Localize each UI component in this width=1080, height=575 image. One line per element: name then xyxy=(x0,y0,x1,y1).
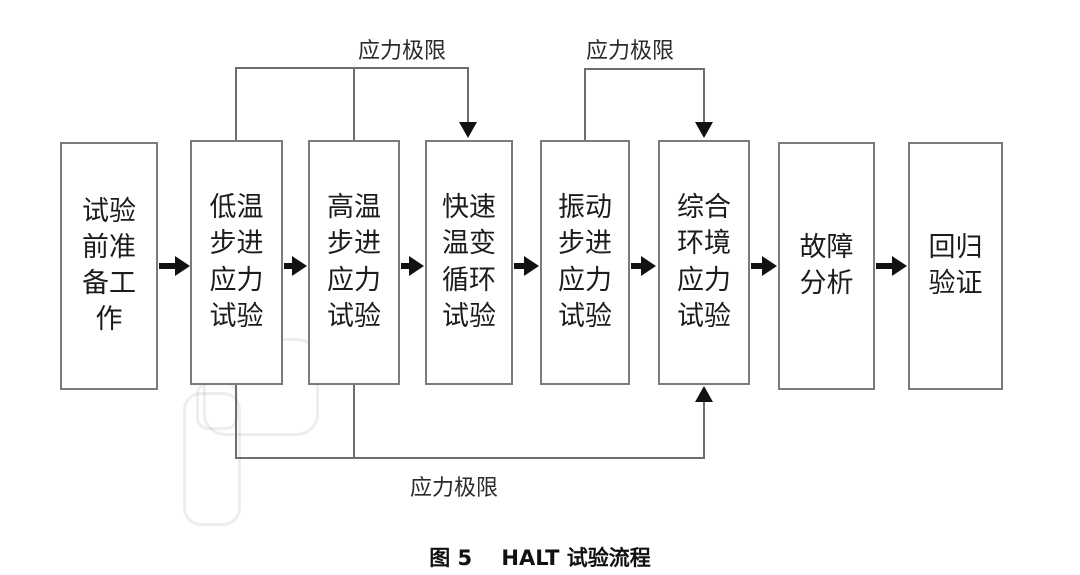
flow-box-regression-validation[interactable]: 回归 验证 xyxy=(908,142,1003,390)
feedback3-drop-hightemp xyxy=(353,385,355,459)
feedback1-descender xyxy=(467,67,469,124)
watermark-shape xyxy=(183,392,241,526)
feedback2-riser-vibration xyxy=(584,68,586,140)
flow-box-label: 振动 步进 应力 试验 xyxy=(558,192,612,332)
feedback3-drop-lowtemp xyxy=(235,385,237,459)
flow-box-label: 低温 步进 应力 试验 xyxy=(209,192,264,332)
feedback3-label: 应力极限 xyxy=(410,476,499,501)
feedback1-horizontal xyxy=(235,67,469,69)
feedback1-riser-lowtemp xyxy=(235,67,237,140)
feedback1-arrowhead-down xyxy=(459,122,477,138)
flow-box-high-temp-step-stress[interactable]: 高温 步进 应力 试验 xyxy=(308,140,400,385)
flow-box-combined-env-stress[interactable]: 综合 环境 应力 试验 xyxy=(658,140,750,385)
feedback1-label: 应力极限 xyxy=(358,39,447,64)
feedback3-riser-combined xyxy=(703,400,705,458)
flow-box-label: 快速 温变 循环 试验 xyxy=(442,192,496,332)
flow-box-failure-analysis[interactable]: 故障 分析 xyxy=(778,142,875,390)
feedback3-arrowhead-up xyxy=(695,386,713,402)
watermark-shape xyxy=(196,382,238,430)
feedback2-descender xyxy=(703,68,705,124)
flow-box-label: 试验 前准 备工 作 xyxy=(82,195,136,336)
flow-box-vibration-step-stress[interactable]: 振动 步进 应力 试验 xyxy=(540,140,630,385)
flow-box-pre-test-preparation[interactable]: 试验 前准 备工 作 xyxy=(60,142,158,390)
flow-box-label: 综合 环境 应力 试验 xyxy=(677,192,731,332)
figure-caption: 图 5 HALT 试验流程 xyxy=(429,546,651,570)
feedback1-riser-hightemp xyxy=(353,67,355,140)
flow-box-low-temp-step-stress[interactable]: 低温 步进 应力 试验 xyxy=(190,140,283,385)
flow-box-rapid-thermal-cycling[interactable]: 快速 温变 循环 试验 xyxy=(425,140,513,385)
feedback2-arrowhead-down xyxy=(695,122,713,138)
feedback2-label: 应力极限 xyxy=(586,39,675,64)
feedback3-horizontal xyxy=(235,457,705,459)
feedback2-horizontal xyxy=(584,68,704,70)
flow-box-label: 高温 步进 应力 试验 xyxy=(327,192,381,332)
flow-box-label: 故障 分析 xyxy=(799,231,854,299)
flow-box-label: 回归 验证 xyxy=(928,231,983,299)
